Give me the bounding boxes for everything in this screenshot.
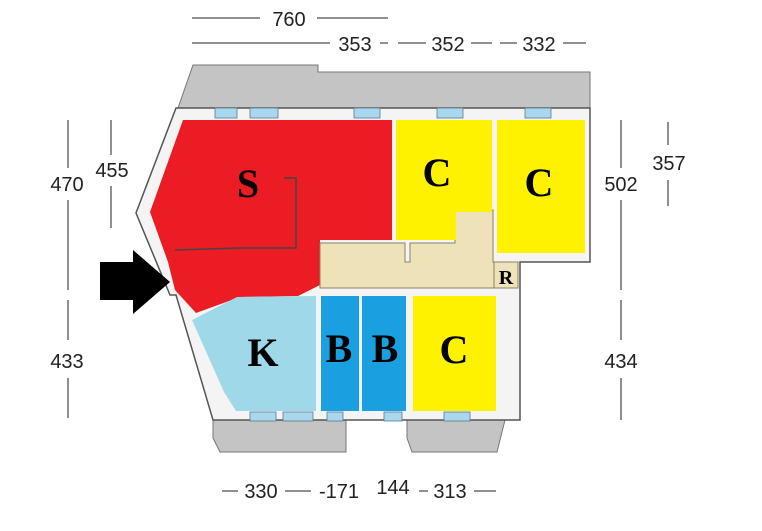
room-r-label: R: [499, 267, 514, 289]
room-k: [192, 296, 316, 411]
room-b2-shape: [362, 296, 406, 411]
dim-left-outer: 470: [50, 174, 83, 196]
dim-top-1: 353: [338, 34, 371, 56]
bottom-balcony-right: [406, 419, 506, 453]
window-top-3: [353, 107, 381, 119]
dim-bottom-2: -171: [319, 481, 359, 503]
room-b1-shape: [321, 296, 359, 411]
window-bottom-1: [249, 411, 277, 422]
room-s: [150, 120, 392, 313]
window-bottom-4: [383, 411, 403, 422]
room-c3-shape: [413, 296, 496, 411]
top-balcony: [177, 64, 591, 109]
room-k-label: K: [247, 330, 278, 375]
dim-bottom-1: 330: [244, 481, 277, 503]
dim-top-2: 352: [431, 34, 464, 56]
dim-right-lower: 434: [604, 351, 637, 373]
window-bottom-3: [326, 411, 344, 422]
window-bottom-2: [282, 411, 314, 422]
window-top-5: [524, 107, 552, 119]
room-c1-label: C: [423, 150, 452, 195]
room-c2-label: C: [525, 160, 554, 205]
window-bottom-5: [443, 411, 471, 422]
window-top-2: [249, 107, 279, 119]
room-c3-label: C: [440, 327, 469, 372]
bottom-balcony-left: [212, 419, 347, 453]
dim-right-outer: 502: [604, 174, 637, 196]
dim-left-inner: 455: [95, 160, 128, 182]
dim-right-inner: 357: [652, 153, 685, 175]
room-b2-label: B: [372, 326, 399, 371]
dim-left-lower: 433: [50, 351, 83, 373]
room-c2: [497, 120, 585, 253]
room-r: [493, 261, 519, 289]
dim-bottom-3: 144: [376, 477, 409, 499]
room-b1-label: B: [326, 326, 353, 371]
window-top-1: [214, 107, 238, 119]
window-top-4: [436, 107, 464, 119]
dim-top-total: 760: [272, 9, 305, 31]
room-s-partition: [174, 177, 297, 251]
room-c1: [396, 120, 492, 240]
dim-top-3: 332: [522, 34, 555, 56]
dim-bottom-4: 313: [433, 481, 466, 503]
room-s-label: S: [237, 161, 259, 206]
arrow-entrance-icon: [100, 250, 170, 314]
